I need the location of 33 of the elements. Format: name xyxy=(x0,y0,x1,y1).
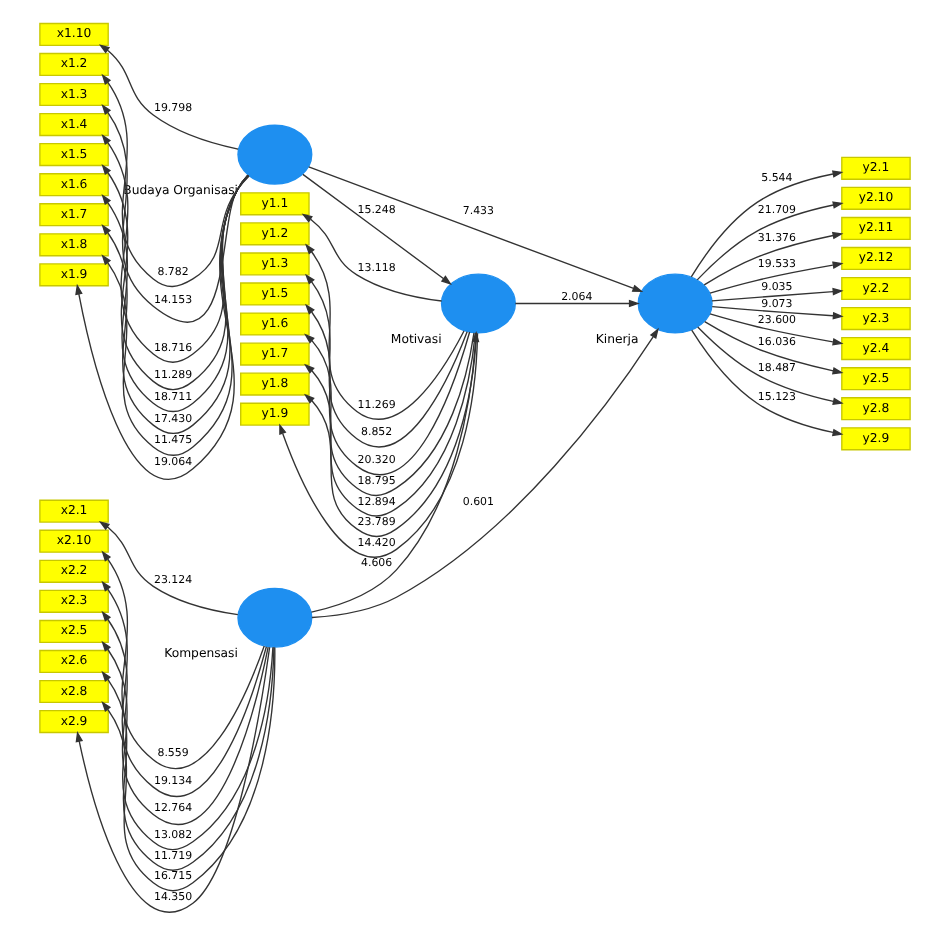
arrow xyxy=(97,43,238,149)
arrow xyxy=(304,302,470,475)
arrow xyxy=(690,328,843,436)
arrow xyxy=(309,330,479,612)
arrow xyxy=(300,212,442,301)
arrow xyxy=(278,331,478,557)
arrow xyxy=(304,272,467,447)
arrow xyxy=(310,326,658,618)
arrow xyxy=(74,645,270,912)
arrow xyxy=(708,312,843,345)
arrow xyxy=(100,549,264,769)
arrow xyxy=(703,320,843,374)
arrow xyxy=(100,609,268,824)
arrow xyxy=(710,286,843,301)
arrow xyxy=(689,169,843,277)
arrow xyxy=(100,72,249,287)
arrow xyxy=(710,304,843,319)
arrow xyxy=(100,579,267,796)
arrow xyxy=(513,298,639,307)
arrow xyxy=(100,102,249,322)
arrow xyxy=(304,242,464,419)
arrow xyxy=(702,230,843,285)
arrow xyxy=(307,165,643,292)
arrow xyxy=(695,200,843,280)
arrow xyxy=(708,260,843,293)
arrow xyxy=(97,520,238,615)
node-ellipse xyxy=(636,272,712,333)
node-ellipse xyxy=(236,123,312,184)
arrow xyxy=(100,132,248,362)
arrow xyxy=(301,172,451,284)
arrow xyxy=(74,173,248,479)
node-ellipse xyxy=(236,586,312,647)
arrow xyxy=(696,325,843,405)
